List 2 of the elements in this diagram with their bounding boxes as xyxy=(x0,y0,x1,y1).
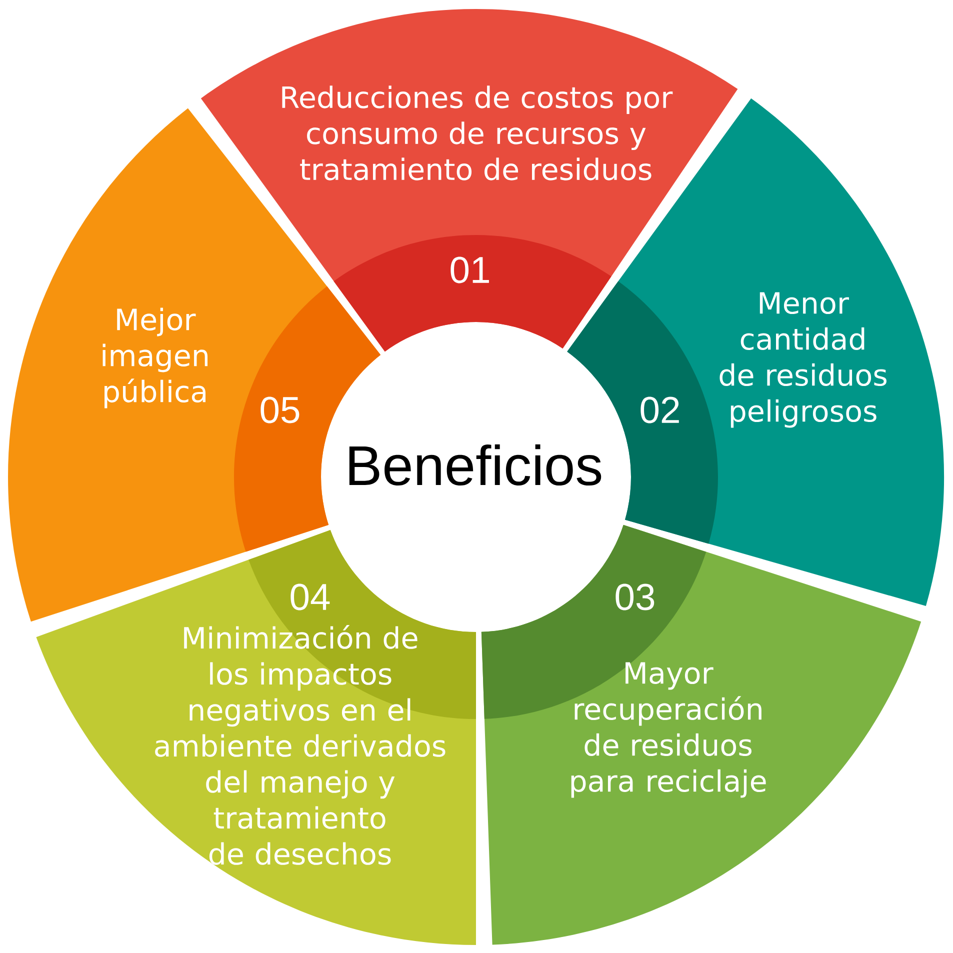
petal-segment: 03 Mayor recuperación de residuos para reciclaje xyxy=(481,524,922,945)
petal-segment: 04 Minimización de los impactos negativos en el ambiente derivados del manejo y tratamiento de desechos xyxy=(36,530,476,946)
